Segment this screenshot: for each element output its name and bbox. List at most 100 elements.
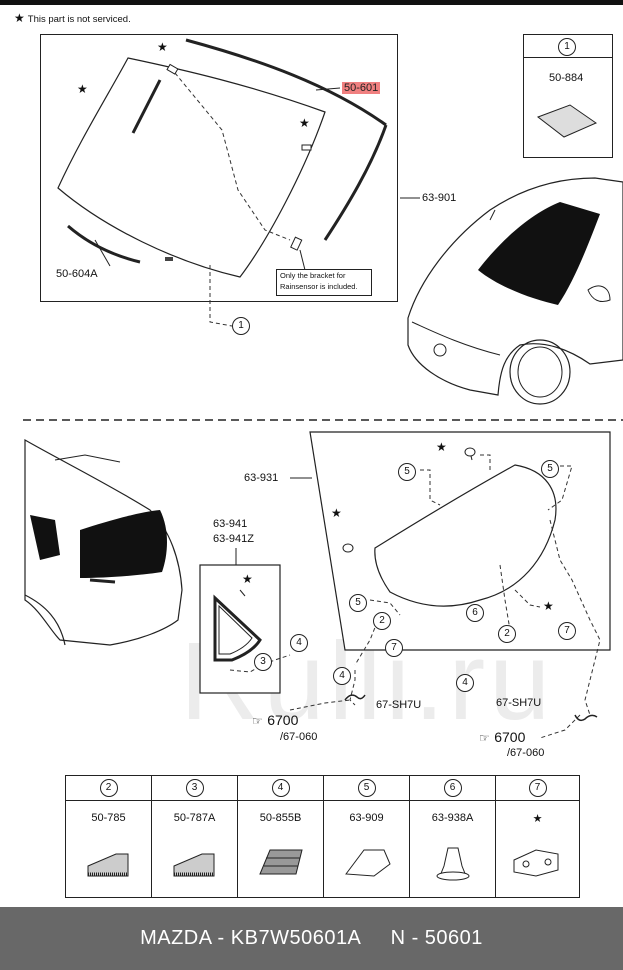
wire-right — [574, 714, 598, 722]
top-molding — [185, 38, 387, 127]
label-windshield: 50-601 — [342, 82, 381, 94]
inset-part-number: 50-884 — [549, 72, 584, 84]
callout-7: 7 — [558, 622, 576, 640]
ref-circle-1: 1 — [232, 317, 250, 335]
ref-right: ☞ 6700 — [479, 729, 525, 747]
part-circle: 4 — [271, 779, 290, 797]
callout-5: 5 — [541, 460, 559, 478]
bracket-note-line2: Rainsensor is included. — [280, 282, 358, 291]
star-icon: ★ — [299, 116, 310, 130]
part-circle: 2 — [99, 779, 118, 797]
parts-table-cell: 5 63-909 — [324, 776, 410, 897]
diagram-artwork — [23, 38, 623, 739]
rainsensor-bracket — [290, 236, 303, 251]
ref-left: ☞ 6700 — [252, 712, 298, 730]
label-lower-strip: 50-604A — [56, 268, 98, 280]
suv-front-wheel — [509, 339, 571, 405]
star-icon: ★ — [14, 11, 25, 25]
star-icon: ★ — [543, 599, 554, 613]
inset-circle: 1 — [558, 38, 576, 56]
rear-glass — [374, 464, 557, 607]
lower-strip — [67, 224, 141, 264]
part-star: ★ — [532, 813, 543, 825]
rear-clip-left — [342, 543, 354, 553]
bracket-note-line1: Only the bracket for — [280, 271, 346, 280]
star-icon: ★ — [436, 440, 447, 454]
suv-windshield — [478, 202, 600, 305]
pad-icon — [536, 104, 598, 138]
callout-5: 5 — [398, 463, 416, 481]
footer-brand: MAZDA — [140, 927, 212, 949]
spacer-icon — [345, 849, 391, 877]
callout-5: 5 — [349, 594, 367, 612]
label-backdoor-glass: 63-931 — [244, 472, 279, 484]
note-text: This part is not serviced. — [27, 14, 131, 25]
part-number: 50-855B — [259, 812, 302, 824]
quarter-glass-box — [199, 564, 281, 694]
footer-ref: 50601 — [424, 927, 483, 949]
side-molding — [323, 124, 388, 241]
bracket-icon — [513, 849, 559, 877]
callout-6: 6 — [466, 604, 484, 622]
parts-table-cell: 7 ★ — [496, 776, 579, 897]
inset-part-box: 1 50-884 — [523, 34, 613, 158]
footer-part-number: KB7W50601A — [230, 927, 361, 949]
part-circle: 6 — [443, 779, 462, 797]
label-molding: 63-901 — [422, 192, 457, 204]
parts-table-cell: 2 50-785 — [66, 776, 152, 897]
star-icon: ★ — [77, 82, 88, 96]
suv-front-body — [407, 177, 623, 396]
part-circle: 7 — [528, 779, 547, 797]
ref-left-sub: /67-060 — [280, 731, 318, 743]
not-serviced-note: ★This part is not serviced. — [14, 12, 131, 25]
backdoor-box — [309, 431, 611, 651]
clip-icon — [436, 847, 470, 881]
top-border — [0, 0, 623, 5]
rear-clip-top — [464, 447, 476, 457]
callout-7: 7 — [385, 639, 403, 657]
callout-4: 4 — [333, 667, 351, 685]
part-circle: 3 — [185, 779, 204, 797]
pointing-hand-icon: ☞ — [479, 731, 490, 745]
part-number: 50-787A — [173, 812, 216, 824]
callout-3: 3 — [254, 653, 272, 671]
footer-bar: MAZDA - KB7W50601A N - 50601 — [0, 907, 623, 970]
suv-rear-window — [80, 510, 167, 578]
quarter-glass — [213, 594, 262, 662]
parts-table-cell: 3 50-787A — [152, 776, 238, 897]
callout-4: 4 — [290, 634, 308, 652]
star-icon: ★ — [157, 40, 168, 54]
strip-icon — [173, 853, 215, 877]
callout-2: 2 — [498, 625, 516, 643]
parts-table-cell: 6 63-938A — [410, 776, 496, 897]
mesh-pad-icon — [259, 849, 303, 875]
suv-rear-body — [24, 438, 183, 646]
part-number: 50-785 — [91, 812, 126, 824]
strip-icon — [87, 853, 129, 877]
windshield-glass — [57, 57, 326, 278]
suv-quarter-window — [30, 515, 60, 560]
callout-4: 4 — [456, 674, 474, 692]
part-circle: 5 — [357, 779, 376, 797]
parts-table: 2 50-785 3 50-787A 4 50-855B 5 63-909 6 … — [65, 775, 580, 898]
parts-table-cell: 4 50-855B — [238, 776, 324, 897]
clip-right — [301, 144, 312, 151]
clip-bottom — [165, 257, 173, 261]
label-quarter-glass-1: 63-941 — [213, 518, 248, 530]
star-icon: ★ — [331, 506, 342, 520]
label-wire-right: 67-SH7U — [496, 697, 542, 709]
label-wire-left: 67-SH7U — [376, 699, 422, 711]
clip-top — [166, 63, 179, 75]
left-molding — [131, 79, 162, 134]
pointing-hand-icon: ☞ — [252, 714, 263, 728]
part-number: 63-938A — [431, 812, 474, 824]
star-icon: ★ — [242, 572, 253, 586]
ref-right-sub: /67-060 — [507, 747, 545, 759]
bracket-note: Only the bracket for Rainsensor is inclu… — [276, 269, 372, 296]
ref-left-main: 6700 — [267, 712, 299, 728]
part-number: 63-909 — [349, 812, 384, 824]
callout-2: 2 — [373, 612, 391, 630]
label-quarter-glass-2: 63-941Z — [213, 533, 254, 545]
ref-right-main: 6700 — [494, 729, 526, 745]
wire-left — [344, 694, 366, 701]
